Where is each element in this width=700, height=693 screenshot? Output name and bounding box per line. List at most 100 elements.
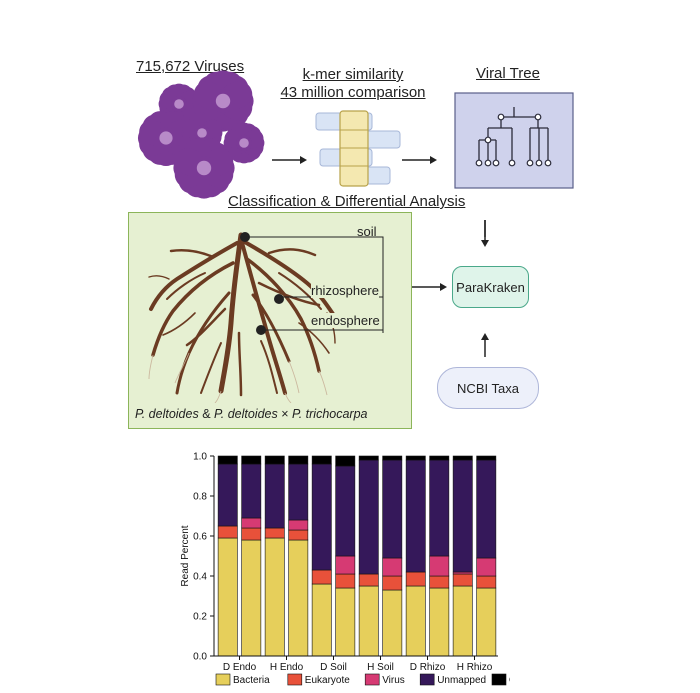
bar-segment — [288, 463, 309, 521]
bar-segment — [476, 587, 497, 657]
root-panel: soil rhizosphere endosphere P. deltoides… — [128, 212, 412, 429]
bar-segment — [358, 455, 379, 461]
bar-segment — [405, 585, 426, 657]
bar-segment — [241, 527, 262, 541]
y-tick-label: 0.2 — [193, 612, 207, 623]
bar-segment — [311, 583, 332, 657]
viruses-header: 715,672 Viruses — [136, 58, 245, 75]
bar-segment — [382, 557, 403, 577]
bar-segment — [382, 459, 403, 559]
bar-segment — [405, 459, 426, 573]
arrow-icon — [402, 156, 437, 164]
bar-segment — [241, 455, 262, 465]
x-tick-label: H Soil — [367, 662, 394, 673]
y-tick-label: 1.0 — [193, 452, 207, 463]
bar-segment — [382, 589, 403, 657]
bar-segment — [476, 455, 497, 461]
soil-label: soil — [357, 224, 377, 239]
bar-segment — [335, 555, 356, 575]
legend-label: Bacteria — [233, 675, 270, 686]
kmer-alignment-icon — [315, 110, 401, 187]
bar-segment — [452, 455, 473, 461]
viral-tree-header: Viral Tree — [476, 65, 540, 82]
viral-tree-icon — [454, 92, 574, 189]
endosphere-label: endosphere — [311, 313, 380, 328]
bar-segment — [217, 525, 238, 539]
bar-segment — [429, 575, 450, 589]
bar-segment — [358, 585, 379, 657]
bar-segment — [264, 463, 285, 529]
y-axis-label: Read Percent — [180, 525, 191, 586]
kmer-header-line2: 43 million comparison — [280, 84, 426, 101]
root-illustration — [148, 232, 384, 403]
bar-segment — [452, 585, 473, 657]
middle-arrows — [412, 220, 489, 357]
bar-segment — [429, 459, 450, 557]
bar-segment — [335, 455, 356, 467]
bar-segment — [405, 571, 426, 587]
ncbi-taxa-box: NCBI Taxa — [437, 367, 539, 409]
bar-segment — [476, 557, 497, 577]
bar-segment — [335, 573, 356, 589]
bar-segment — [288, 539, 309, 657]
bar-segment — [452, 573, 473, 587]
bar-segment — [429, 587, 450, 657]
y-tick-label: 0.4 — [193, 572, 207, 583]
bar-segment — [311, 455, 332, 465]
bar-segment — [264, 537, 285, 657]
legend-swatch — [287, 673, 303, 686]
bar-segment — [476, 459, 497, 559]
bar-segment — [264, 455, 285, 465]
bar-segment — [288, 455, 309, 465]
legend-swatch — [419, 673, 435, 686]
classification-header: Classification & Differential Analysis — [228, 193, 466, 210]
arrow-icon — [412, 283, 447, 291]
workflow-top-graphic — [0, 0, 574, 237]
bar-segment — [382, 575, 403, 591]
legend-label: Unmapped — [437, 675, 486, 686]
bar-segment — [241, 463, 262, 519]
x-tick-label: H Endo — [270, 662, 304, 673]
y-tick-label: 0.8 — [193, 492, 207, 503]
bar-segment — [476, 575, 497, 589]
species-caption: P. deltoides & P. deltoides × P. trichoc… — [135, 407, 368, 421]
rhizosphere-label: rhizosphere — [311, 283, 379, 298]
legend-label: Virus — [382, 675, 405, 686]
bar-segment — [335, 465, 356, 557]
bar-segment — [429, 455, 450, 461]
bar-segment — [241, 539, 262, 657]
parakraken-box: ParaKraken — [452, 266, 529, 308]
bar-segment — [335, 587, 356, 657]
x-tick-label: D Endo — [223, 662, 257, 673]
kmer-header-line1: k-mer similarity — [302, 66, 404, 83]
bar-segment — [429, 555, 450, 577]
bar-segment — [382, 455, 403, 461]
legend-swatch — [215, 673, 231, 686]
y-tick-label: 0.0 — [193, 652, 207, 663]
legend-swatch — [491, 673, 507, 686]
bar-segment — [217, 463, 238, 527]
x-tick-label: H Rhizo — [457, 662, 493, 673]
bar-segment — [288, 529, 309, 541]
legend-label: Other — [509, 675, 510, 686]
x-tick-label: D Rhizo — [410, 662, 446, 673]
legend-swatch — [364, 673, 380, 686]
bar-segment — [217, 537, 238, 657]
arrow-icon — [481, 333, 489, 357]
bar-segment — [288, 519, 309, 531]
bar-segment — [358, 573, 379, 587]
bar-segment — [217, 455, 238, 465]
arrow-icon — [272, 156, 307, 164]
bar-segment — [311, 463, 332, 571]
bar-segment — [452, 459, 473, 573]
y-tick-label: 0.6 — [193, 532, 207, 543]
x-tick-label: D Soil — [320, 662, 347, 673]
bar-segment — [405, 455, 426, 461]
bar-segment — [358, 459, 379, 575]
arrow-icon — [481, 220, 489, 247]
legend-label: Eukaryote — [305, 675, 350, 686]
bar-segment — [311, 569, 332, 585]
bar-segment — [264, 527, 285, 539]
bar-segment — [241, 517, 262, 529]
